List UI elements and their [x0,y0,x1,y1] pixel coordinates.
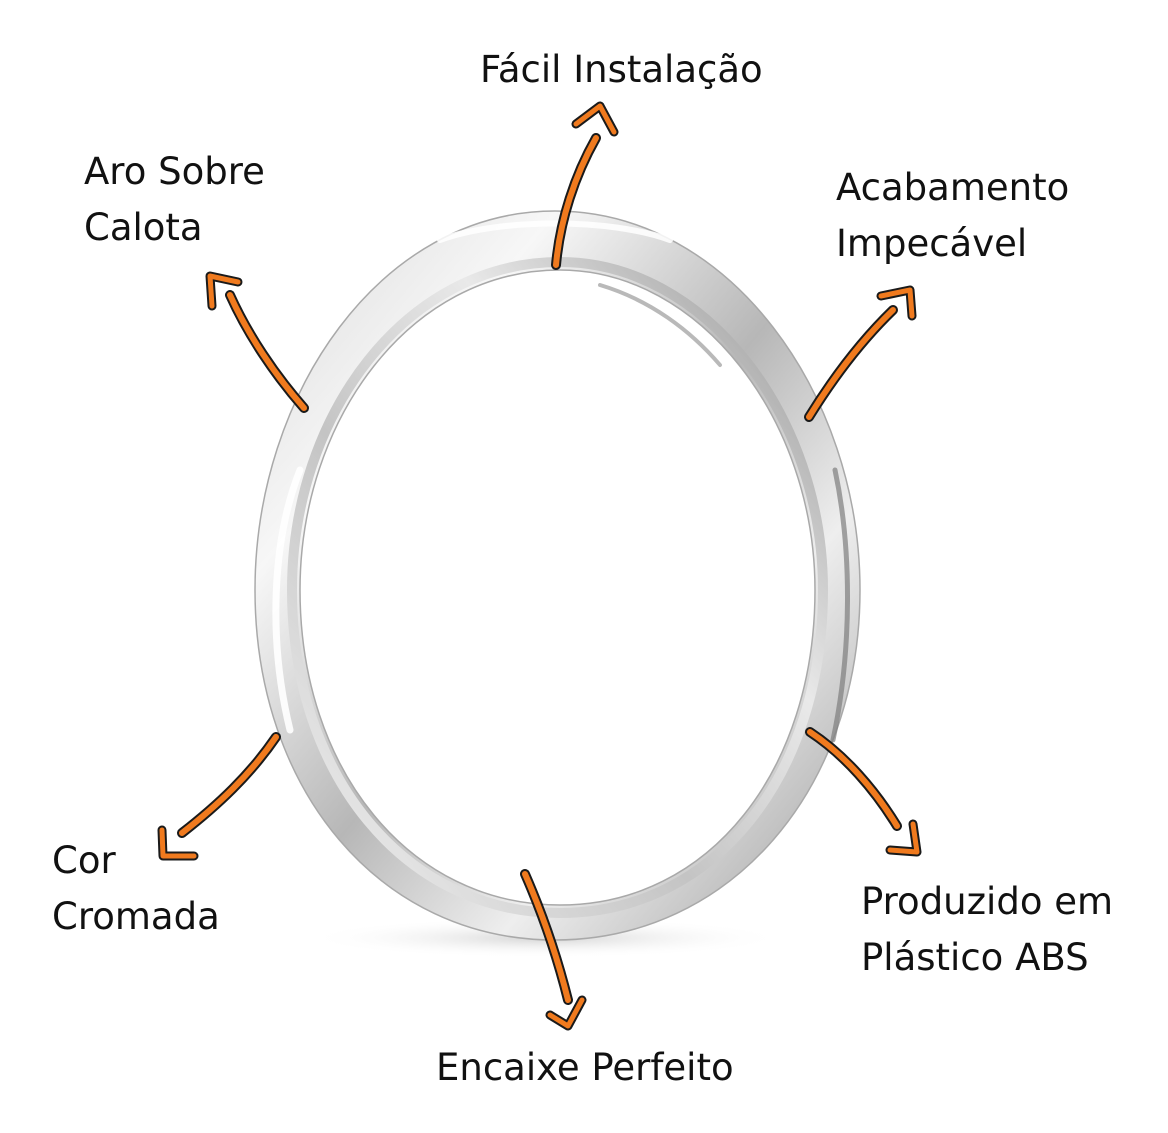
label-line: Cor [52,839,116,882]
label-line: Plástico ABS [861,936,1089,979]
callout-arrow-icon [157,732,281,861]
callout-arrow-icon [205,271,309,413]
ring-highlight [830,467,850,743]
callout-arrows [157,101,922,1031]
ring-highlight [437,220,673,243]
callout-arrow-icon [805,727,922,857]
callout-arrow-icon [551,101,619,270]
label-line: Cromada [52,895,220,938]
label-bottom-left: Cor Cromada [52,833,220,945]
label-line: Fácil Instalação [480,48,763,91]
label-line: Encaixe Perfeito [436,1046,734,1089]
callout-arrow-icon [804,285,917,422]
label-line: Impecável [836,222,1028,265]
ring-highlight [598,283,722,367]
label-line: Acabamento [836,166,1070,209]
ring-inner-lip [286,256,829,919]
ring-highlight [272,466,304,734]
callout-arrow-icon [520,869,587,1031]
label-line: Produzido em [861,880,1114,923]
label-line: Aro Sobre [84,150,265,193]
label-top-right: Acabamento Impecável [836,160,1069,272]
chrome-trim-ring [254,210,861,941]
label-bottom-right: Produzido em Plástico ABS [861,874,1113,986]
label-line: Calota [84,206,203,249]
label-bottom: Encaixe Perfeito [436,1040,734,1096]
label-top-left: Aro Sobre Calota [84,144,265,256]
label-top: Fácil Instalação [480,42,763,98]
